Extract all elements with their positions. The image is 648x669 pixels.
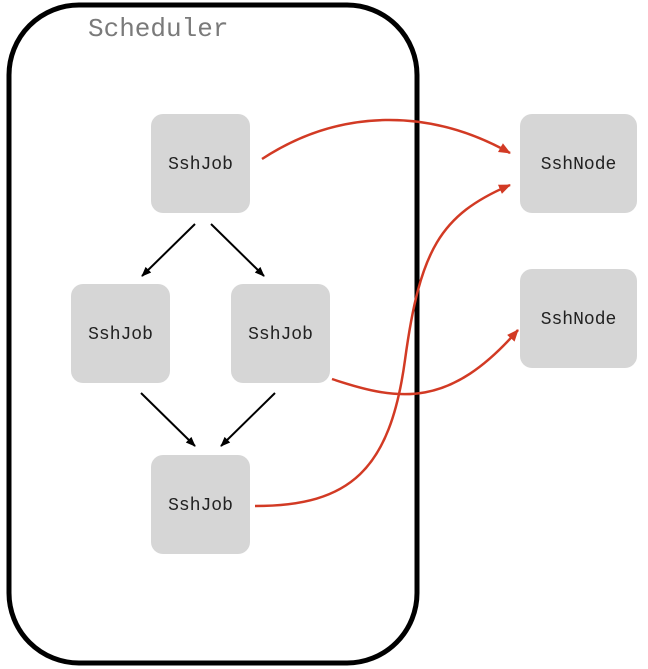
dependency-arrow [220, 392, 276, 447]
dependency-arrow [140, 392, 196, 447]
job-label: SshJob [168, 496, 233, 516]
assignment-arrow [254, 183, 511, 508]
job-label: SshJob [168, 155, 233, 175]
scheduler-title: Scheduler [88, 14, 228, 44]
job-box-top: SshJob [151, 114, 250, 213]
job-label: SshJob [88, 325, 153, 345]
dependency-arrow [210, 223, 265, 277]
job-box-right: SshJob [231, 284, 330, 383]
node-label: SshNode [541, 155, 617, 175]
dependency-arrow [141, 223, 196, 277]
node-box-bottom: SshNode [520, 269, 637, 368]
node-box-top: SshNode [520, 114, 637, 213]
job-label: SshJob [248, 325, 313, 345]
assignment-arrow [261, 118, 511, 161]
node-label: SshNode [541, 310, 617, 330]
assignment-arrow [331, 329, 519, 396]
scheduler-frame [6, 2, 420, 666]
job-box-left: SshJob [71, 284, 170, 383]
job-box-bottom: SshJob [151, 455, 250, 554]
